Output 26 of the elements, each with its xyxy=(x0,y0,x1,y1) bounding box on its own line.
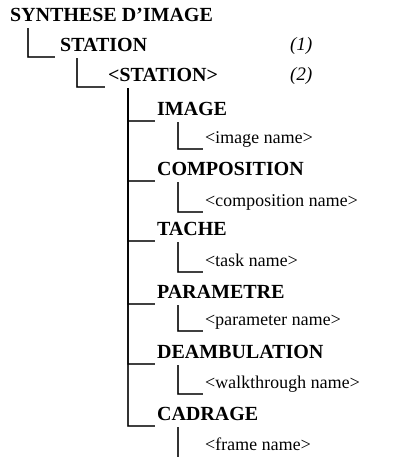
tree-connector xyxy=(177,242,203,273)
tree-heading: TACHE xyxy=(157,217,227,242)
tree-connector xyxy=(177,305,203,332)
tree-item: <frame name> xyxy=(205,433,311,456)
tree-heading: CADRAGE xyxy=(157,402,258,427)
tree-heading: IMAGE xyxy=(157,97,227,122)
tree-item: <composition name> xyxy=(205,189,358,212)
tree-heading: STATION xyxy=(60,33,148,58)
tree-heading: SYNTHESE D’IMAGE xyxy=(10,3,213,28)
tree-connector xyxy=(177,365,203,395)
tree-connector xyxy=(127,88,155,427)
tree-item: <task name> xyxy=(205,249,298,272)
tree-item: <parameter name> xyxy=(205,308,341,331)
tree-item: <image name> xyxy=(205,126,313,149)
tree-heading: PARAMETRE xyxy=(157,280,284,305)
tree-item: <walkthrough name> xyxy=(205,371,360,394)
tree-connector xyxy=(177,427,179,457)
tree-heading: COMPOSITION xyxy=(157,157,304,182)
tree-connector xyxy=(76,58,105,88)
tree-heading: DEAMBULATION xyxy=(157,340,324,365)
tree-heading: <STATION> xyxy=(108,63,218,88)
tree-connector xyxy=(27,28,55,58)
footnote-number: (2) xyxy=(290,63,312,87)
footnote-number: (1) xyxy=(290,33,312,57)
tree-connector xyxy=(177,122,203,150)
tree-connector xyxy=(177,182,203,213)
